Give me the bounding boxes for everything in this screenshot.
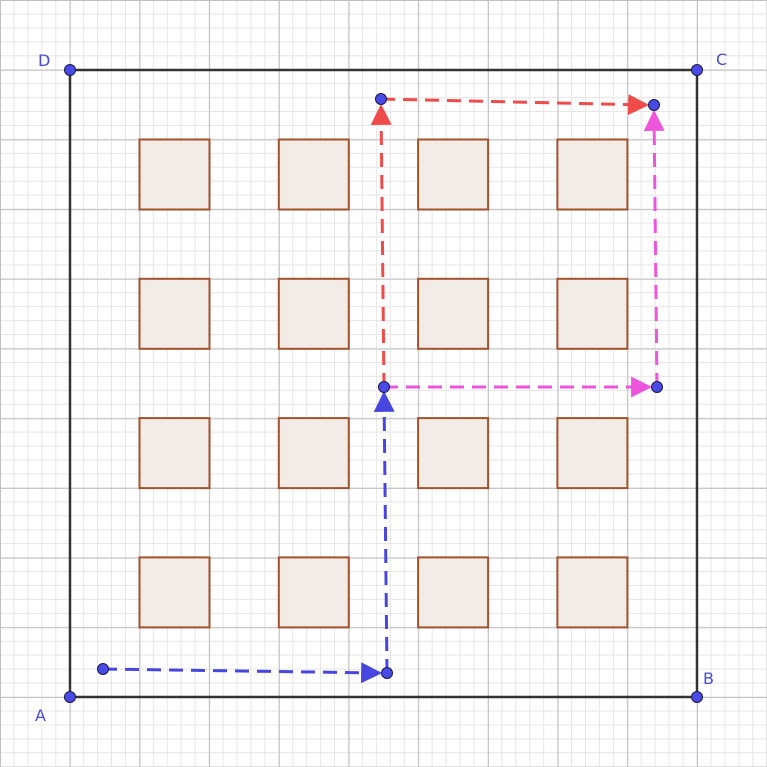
square-frame-abcd (68, 68, 699, 699)
tile-square (556, 138, 629, 211)
junction-point[interactable] (378, 381, 390, 393)
tile-square (417, 417, 490, 490)
red-path-segment-2[interactable] (380, 94, 650, 116)
tile-square (556, 277, 629, 350)
tile-square (417, 277, 490, 350)
vertex-a-point[interactable] (64, 691, 76, 703)
vertex-c-point[interactable] (691, 64, 703, 76)
blue-path-segment-1[interactable] (102, 662, 383, 684)
red-path-corner-point[interactable] (375, 93, 387, 105)
tile-square (138, 138, 211, 211)
tile-square (277, 277, 350, 350)
vertex-a-label: A (35, 706, 46, 725)
tile-square (138, 417, 211, 490)
vertex-b-label: B (703, 669, 714, 688)
vertex-b-point[interactable] (691, 691, 703, 703)
tile-square (277, 138, 350, 211)
tile-square (277, 556, 350, 629)
tile-square (138, 277, 211, 350)
tile-square (417, 556, 490, 629)
pink-path-corner-point[interactable] (651, 381, 663, 393)
tile-square (556, 417, 629, 490)
tile-square (138, 556, 211, 629)
vertex-c-label: C (716, 50, 727, 69)
pink-path-segment-2[interactable] (643, 109, 665, 388)
tile-square (556, 556, 629, 629)
blue-path-corner-point[interactable] (381, 667, 393, 679)
red-path-segment-1[interactable] (370, 103, 392, 388)
end-point[interactable] (648, 99, 660, 111)
vertex-d-point[interactable] (64, 64, 76, 76)
vertex-labels: A B C D (35, 50, 727, 725)
blue-path-segment-2[interactable] (373, 390, 395, 674)
tile-square (277, 417, 350, 490)
path-group (102, 94, 665, 684)
blue-path-start-point[interactable] (97, 663, 109, 675)
tile-grid (138, 138, 629, 629)
points-group (64, 64, 703, 703)
tile-square (417, 138, 490, 211)
vertex-d-label: D (38, 51, 50, 70)
